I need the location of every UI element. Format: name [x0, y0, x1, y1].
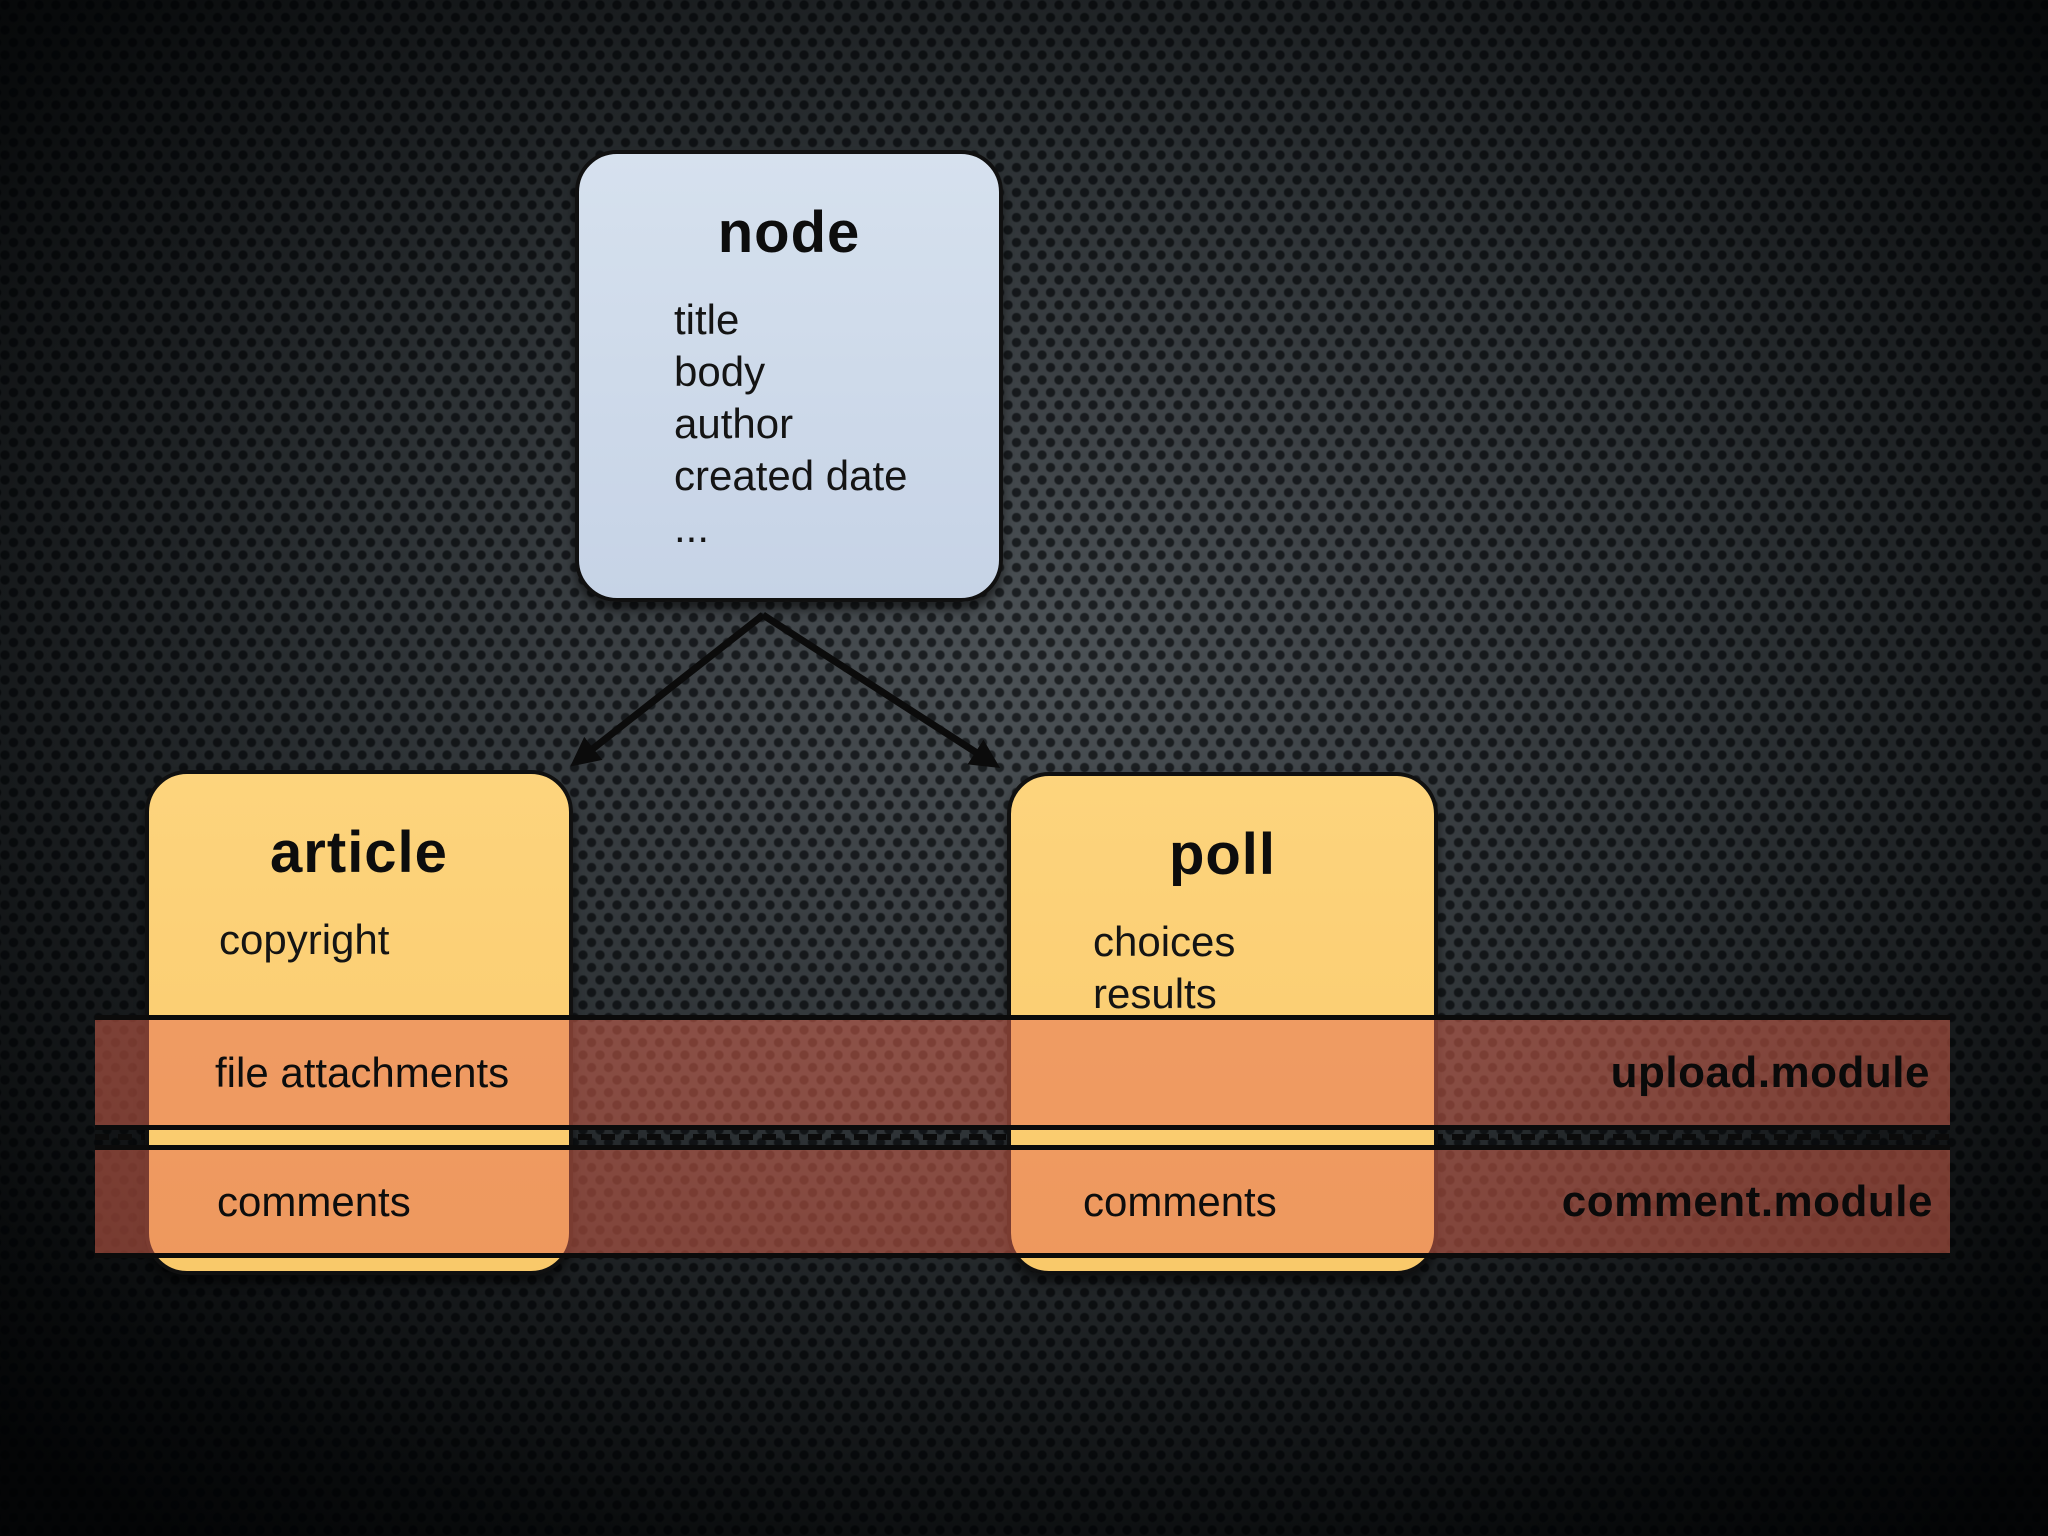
node-field-title: title: [674, 296, 740, 343]
arrow-node-to-article: [570, 612, 766, 767]
node-field-author: author: [674, 400, 794, 447]
node-field-created-date: created date: [674, 452, 908, 499]
node-field-ellipsis: ...: [674, 504, 710, 551]
poll-field-choices: choices: [1093, 918, 1236, 965]
article-field-copyright: copyright: [219, 916, 390, 963]
arrow-node-to-poll: [761, 612, 1001, 768]
article-comments-label: comments: [217, 1177, 411, 1225]
article-box-title: article: [270, 820, 448, 885]
poll-comments-label: comments: [1083, 1177, 1277, 1225]
node-box-title: node: [717, 200, 861, 265]
node-entity-box: node title body author created date ...: [575, 150, 1003, 602]
poll-box-fields: choices results: [1093, 916, 1434, 1020]
poll-box-title: poll: [1168, 822, 1277, 887]
comment-module-label: comment.module: [1561, 1176, 1933, 1226]
node-box-fields: title body author created date ...: [674, 294, 999, 554]
upload-module-label: upload.module: [1610, 1047, 1930, 1097]
node-field-body: body: [674, 348, 766, 395]
poll-field-results: results: [1093, 970, 1217, 1017]
article-file-attachments-label: file attachments: [215, 1048, 510, 1096]
article-box-fields: copyright: [219, 914, 569, 966]
